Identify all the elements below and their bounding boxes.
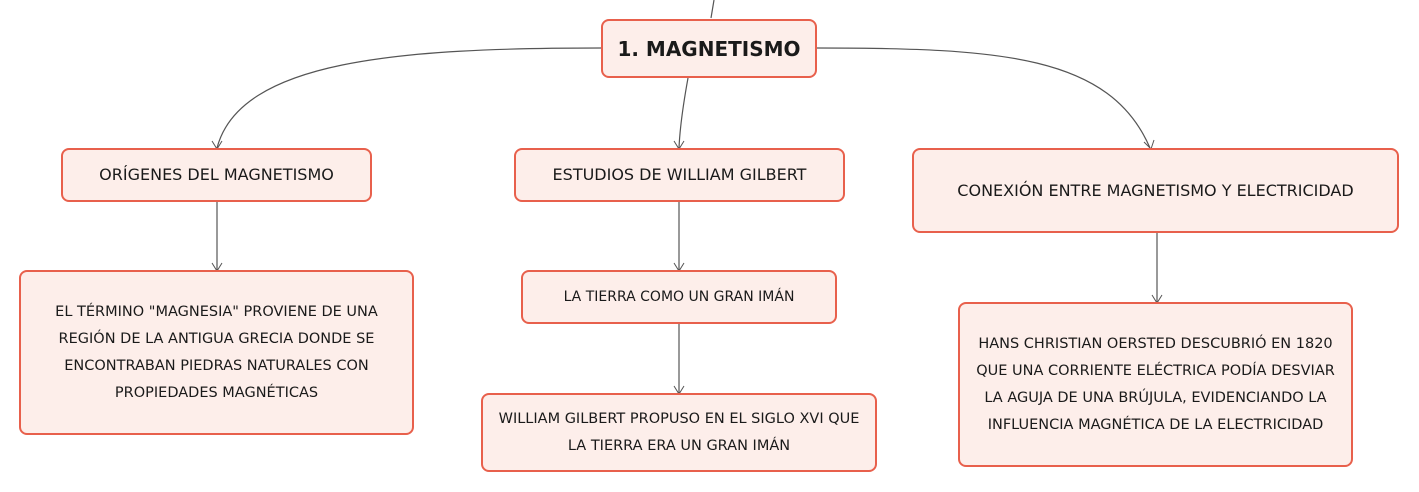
node-origenes[interactable]: ORÍGENES DEL MAGNETISMO [61,148,372,202]
node-gilbert-detail[interactable]: WILLIAM GILBERT PROPUSO EN EL SIGLO XVI … [481,393,877,472]
connector-root-connection [816,47,1151,149]
node-oersted-detail[interactable]: HANS CHRISTIAN OERSTED DESCUBRIÓ EN 1820… [958,302,1353,467]
node-conexion-label: CONEXIÓN ENTRE MAGNETISMO Y ELECTRICIDAD [957,180,1354,200]
connector-root-origins [216,47,602,149]
node-magnesia-detail[interactable]: EL TÉRMINO "MAGNESIA" PROVIENE DE UNA RE… [19,270,414,435]
root-node-label: 1. MAGNETISMO [617,36,801,61]
node-oersted-detail-label: HANS CHRISTIAN OERSTED DESCUBRIÓ EN 1820… [976,335,1335,433]
node-estudios-gilbert-label: ESTUDIOS DE WILLIAM GILBERT [552,165,807,184]
node-tierra-gran-iman-label: LA TIERRA COMO UN GRAN IMÁN [563,289,795,305]
node-conexion[interactable]: CONEXIÓN ENTRE MAGNETISMO Y ELECTRICIDAD [912,148,1399,233]
root-node-magnetismo[interactable]: 1. MAGNETISMO [601,19,817,78]
incoming-connector [710,0,715,19]
node-origenes-label: ORÍGENES DEL MAGNETISMO [99,165,334,184]
connector-root-gilbert [678,77,689,149]
node-gilbert-detail-label: WILLIAM GILBERT PROPUSO EN EL SIGLO XVI … [498,410,860,454]
node-tierra-gran-iman[interactable]: LA TIERRA COMO UN GRAN IMÁN [521,270,837,324]
node-estudios-gilbert[interactable]: ESTUDIOS DE WILLIAM GILBERT [514,148,845,202]
node-magnesia-detail-label: EL TÉRMINO "MAGNESIA" PROVIENE DE UNA RE… [55,303,378,401]
